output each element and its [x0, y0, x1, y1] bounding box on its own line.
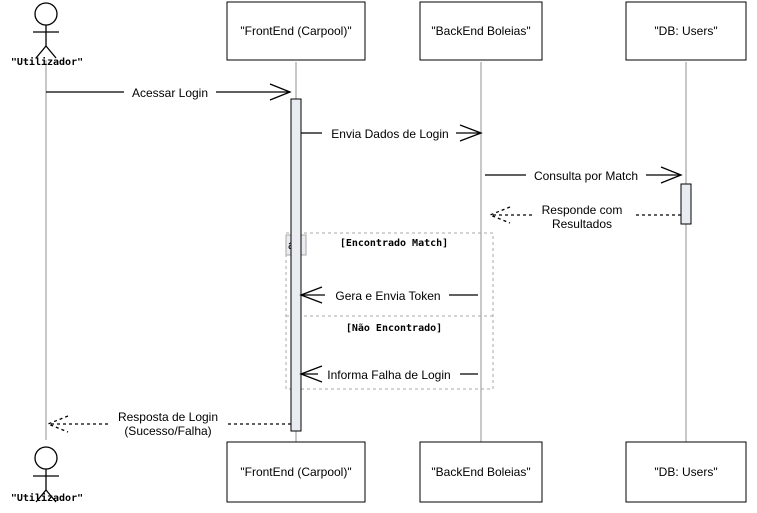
svg-text:"FrontEnd (Carpool)": "FrontEnd (Carpool)" — [240, 24, 351, 38]
actor-label-top: "Utilizador" — [11, 56, 83, 68]
message-gera-envia-token: Gera e Envia Token — [299, 286, 478, 304]
participant-frontend-bottom: "FrontEnd (Carpool)" — [226, 441, 366, 503]
alt-fragment: alt [Encontrado Match] [Não Encontrado] — [285, 232, 494, 390]
svg-text:"BackEnd Boleias": "BackEnd Boleias" — [431, 465, 530, 479]
svg-text:"DB: Users": "DB: Users" — [654, 465, 717, 479]
svg-text:Resultados: Resultados — [552, 217, 612, 231]
message-informa-falha-login: Informa Falha de Login — [299, 365, 478, 383]
message-envia-dados-login: Envia Dados de Login — [301, 124, 483, 142]
participant-backend-bottom: "BackEnd Boleias" — [419, 441, 543, 503]
svg-text:Consulta por Match: Consulta por Match — [534, 169, 638, 183]
svg-text:Resposta de Login: Resposta de Login — [118, 410, 218, 424]
svg-text:Acessar Login: Acessar Login — [132, 86, 208, 100]
svg-text:"BackEnd Boleias": "BackEnd Boleias" — [431, 24, 530, 38]
participant-backend-top: "BackEnd Boleias" — [419, 1, 543, 61]
alt-guard-2: [Não Encontrado] — [346, 323, 442, 334]
message-resposta-login: Resposta de Login (Sucesso/Falha) — [46, 410, 291, 438]
participant-db-users-top: "DB: Users" — [625, 1, 747, 61]
message-responde-resultados: Responde com Resultados — [488, 203, 681, 231]
svg-text:"FrontEnd (Carpool)": "FrontEnd (Carpool)" — [240, 465, 351, 479]
svg-text:Responde com: Responde com — [542, 203, 623, 217]
actor-utilizador-top: "Utilizador" — [11, 2, 83, 68]
activation-frontend — [290, 98, 302, 432]
svg-text:"DB: Users": "DB: Users" — [654, 24, 717, 38]
message-acessar-login: Acessar Login — [46, 83, 292, 101]
alt-guard-1: [Encontrado Match] — [340, 238, 448, 249]
svg-text:Informa Falha de Login: Informa Falha de Login — [327, 368, 450, 382]
svg-text:(Sucesso/Falha): (Sucesso/Falha) — [124, 424, 211, 438]
participant-db-users-bottom: "DB: Users" — [625, 441, 747, 503]
activation-db-users — [680, 183, 692, 225]
svg-text:Gera e Envia Token: Gera e Envia Token — [335, 289, 440, 303]
message-consulta-match: Consulta por Match — [485, 166, 683, 184]
actor-utilizador-bottom: "Utilizador" — [11, 446, 83, 504]
svg-text:Envia Dados de Login: Envia Dados de Login — [331, 127, 448, 141]
actor-label-bottom: "Utilizador" — [11, 492, 83, 504]
participant-frontend-top: "FrontEnd (Carpool)" — [226, 1, 366, 61]
